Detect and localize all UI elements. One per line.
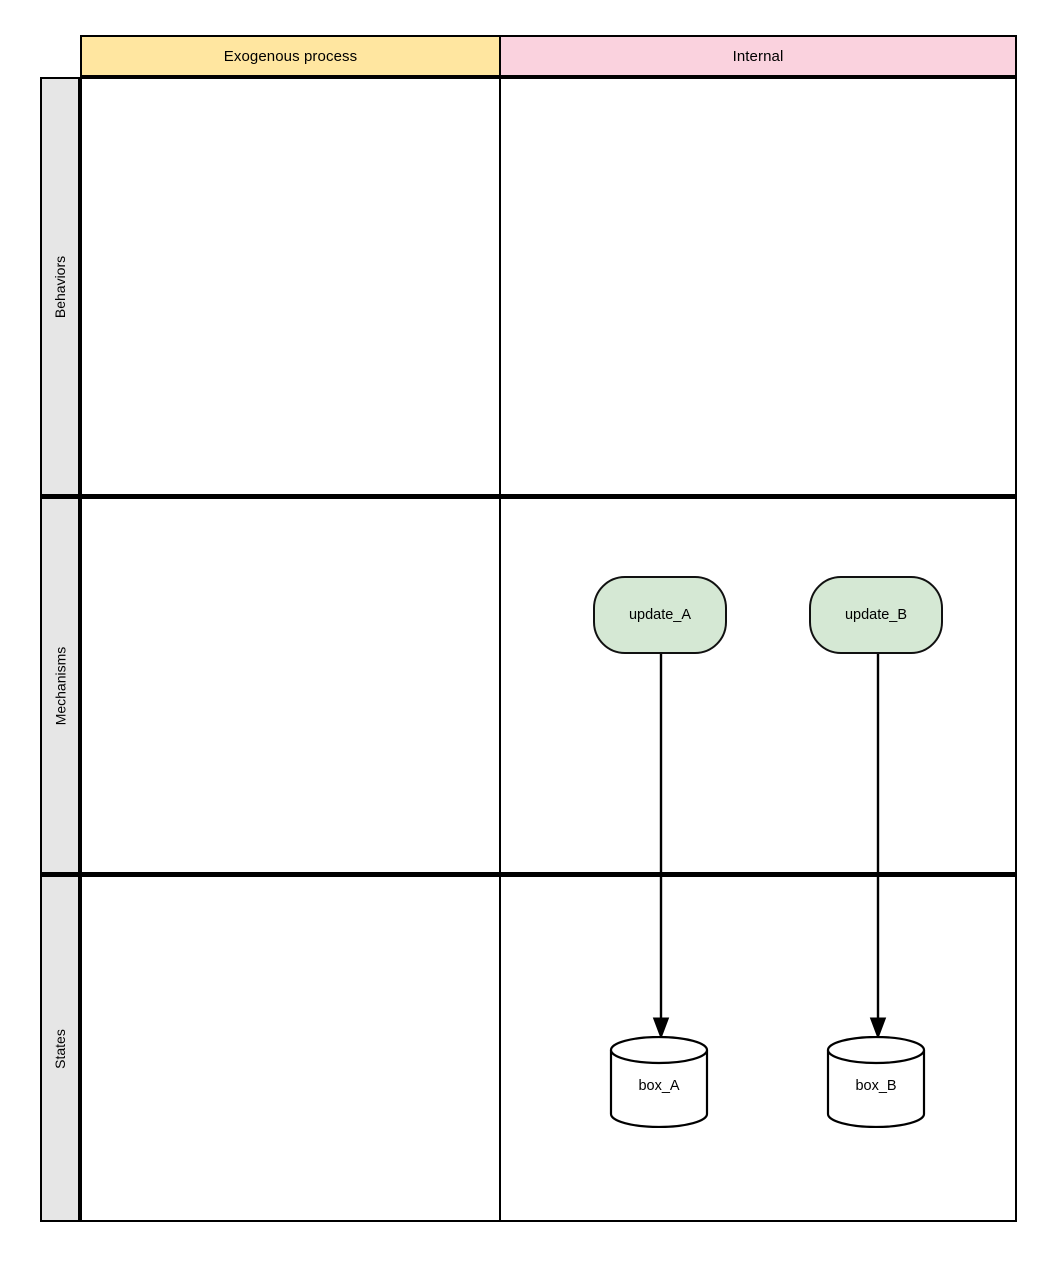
column-header-row: Exogenous process Internal <box>80 35 1017 77</box>
band-mechanisms <box>80 496 1017 874</box>
cell-behaviors-exogenous[interactable] <box>80 77 500 496</box>
row-label-gutter: Behaviors Mechanisms States <box>40 77 80 1222</box>
cylinder-icon <box>826 1036 926 1128</box>
row-label-states[interactable]: States <box>40 874 80 1222</box>
node-update-b[interactable]: update_B <box>809 576 943 654</box>
edge-update-a-to-box-a-svg <box>652 652 670 1040</box>
node-update-a[interactable]: update_A <box>593 576 727 654</box>
row-label-behaviors-text: Behaviors <box>52 255 69 318</box>
swimlane-matrix: Exogenous process Internal Behaviors Mec… <box>40 35 1017 1222</box>
cell-states-exogenous[interactable] <box>80 874 500 1222</box>
node-box-a-label: box_A <box>638 1077 680 1094</box>
column-header-internal[interactable]: Internal <box>500 35 1017 77</box>
cell-states-internal[interactable] <box>500 874 1017 1222</box>
band-behaviors <box>80 77 1017 496</box>
arrowhead-icon <box>869 1017 887 1040</box>
row-label-states-text: States <box>52 1028 69 1069</box>
cell-behaviors-internal[interactable] <box>500 77 1017 496</box>
edge-update-b-to-box-b[interactable] <box>869 652 887 1040</box>
node-box-b-label: box_B <box>855 1077 897 1094</box>
column-header-exogenous-process[interactable]: Exogenous process <box>80 35 500 77</box>
edge-update-a-to-box-a[interactable] <box>652 652 670 1040</box>
cell-mechanisms-internal[interactable] <box>500 496 1017 874</box>
node-box-b[interactable]: box_B <box>826 1036 926 1128</box>
row-label-mechanisms-text: Mechanisms <box>52 646 68 725</box>
row-label-mechanisms[interactable]: Mechanisms <box>40 496 80 874</box>
node-box-a[interactable]: box_A <box>609 1036 709 1128</box>
row-label-behaviors[interactable]: Behaviors <box>40 77 80 496</box>
cell-mechanisms-exogenous[interactable] <box>80 496 500 874</box>
arrowhead-icon <box>652 1017 670 1040</box>
band-states <box>80 874 1017 1222</box>
edge-update-b-to-box-b-svg <box>869 652 887 1040</box>
matrix-body <box>80 77 1017 1222</box>
cylinder-icon <box>609 1036 709 1128</box>
